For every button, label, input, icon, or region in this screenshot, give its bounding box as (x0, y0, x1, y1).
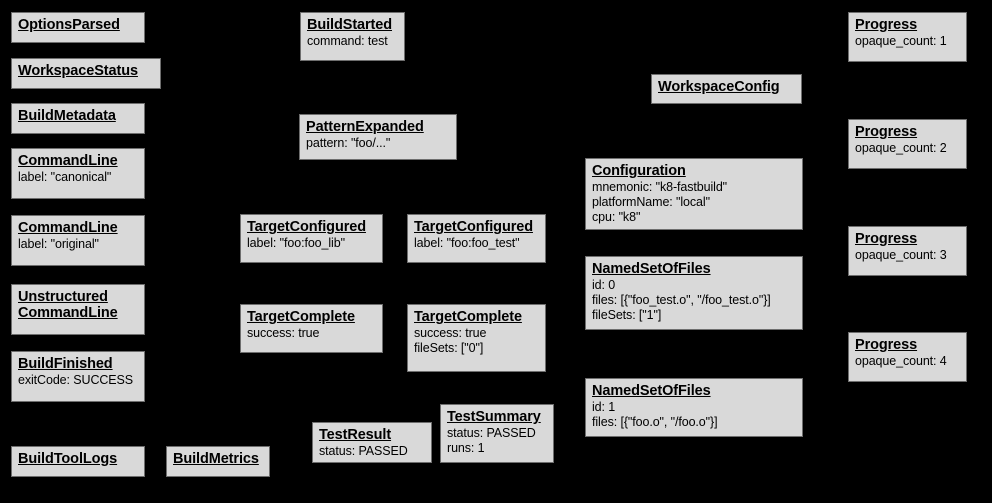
node-field: cpu: "k8" (592, 210, 641, 224)
node-title: WorkspaceStatus (18, 63, 138, 79)
node-field: success: true (414, 326, 487, 340)
node-title: BuildFinished (18, 356, 113, 372)
node-fields: label: "canonical" (18, 170, 138, 185)
node-build-metrics[interactable]: BuildMetrics (166, 446, 270, 477)
node-title: OptionsParsed (18, 17, 120, 33)
node-title: Progress (855, 124, 918, 140)
node-workspace-status[interactable]: WorkspaceStatus (11, 58, 161, 89)
node-title: TargetConfigured (414, 219, 533, 235)
node-fields: label: "foo:foo_lib" (247, 236, 376, 251)
node-options-parsed[interactable]: OptionsParsed (11, 12, 145, 43)
node-field: mnemonic: "k8-fastbuild" (592, 180, 728, 194)
node-field: files: [{"foo.o", "/foo.o"}] (592, 415, 718, 429)
node-field: id: 0 (592, 278, 616, 292)
node-title: Progress (855, 17, 918, 33)
node-title: TargetComplete (247, 309, 355, 325)
node-title: NamedSetOfFiles (592, 383, 711, 399)
node-title: TargetConfigured (247, 219, 366, 235)
node-title: TestSummary (447, 409, 541, 425)
node-field: fileSets: ["0"] (414, 341, 484, 355)
node-field: command: test (307, 34, 388, 48)
node-title: Progress (855, 231, 918, 247)
node-title: PatternExpanded (306, 119, 424, 135)
node-unstructured-command-line[interactable]: Unstructured CommandLine (11, 284, 145, 335)
node-title: BuildMetadata (18, 108, 116, 124)
node-fields: mnemonic: "k8-fastbuild"platformName: "l… (592, 180, 796, 225)
node-fields: opaque_count: 1 (855, 34, 960, 49)
node-field: label: "foo:foo_lib" (247, 236, 345, 250)
node-title: BuildStarted (307, 17, 393, 33)
node-title: BuildMetrics (173, 451, 259, 467)
node-build-metadata[interactable]: BuildMetadata (11, 103, 145, 134)
node-fields: opaque_count: 4 (855, 354, 960, 369)
node-field: exitCode: SUCCESS (18, 373, 134, 387)
node-fields: command: test (307, 34, 398, 49)
node-field: opaque_count: 4 (855, 354, 947, 368)
node-fields: success: true (247, 326, 376, 341)
node-title: Unstructured CommandLine (18, 289, 118, 321)
node-field: id: 1 (592, 400, 616, 414)
node-title: CommandLine (18, 153, 118, 169)
node-title: Progress (855, 337, 918, 353)
node-field: opaque_count: 2 (855, 141, 947, 155)
node-title: TestResult (319, 427, 392, 443)
node-field: success: true (247, 326, 320, 340)
node-fields: opaque_count: 3 (855, 248, 960, 263)
node-fields: pattern: "foo/..." (306, 136, 450, 151)
node-workspace-config[interactable]: WorkspaceConfig (651, 74, 802, 104)
node-title: CommandLine (18, 220, 118, 236)
node-fields: label: "foo:foo_test" (414, 236, 539, 251)
node-fields: label: "original" (18, 237, 138, 252)
node-field: label: "original" (18, 237, 99, 251)
node-field: opaque_count: 3 (855, 248, 947, 262)
node-fields: exitCode: SUCCESS (18, 373, 138, 388)
node-fields: status: PASSED (319, 444, 425, 459)
node-field: status: PASSED (319, 444, 408, 458)
node-field: platformName: "local" (592, 195, 710, 209)
node-field: pattern: "foo/..." (306, 136, 391, 150)
node-title: TargetComplete (414, 309, 522, 325)
node-field: label: "foo:foo_test" (414, 236, 520, 250)
node-field: fileSets: ["1"] (592, 308, 662, 322)
node-field: opaque_count: 1 (855, 34, 947, 48)
node-title: WorkspaceConfig (658, 79, 780, 95)
node-field: files: [{"foo_test.o", "/foo_test.o"}] (592, 293, 771, 307)
node-field: runs: 1 (447, 441, 485, 455)
node-title: NamedSetOfFiles (592, 261, 711, 277)
node-title: Configuration (592, 163, 686, 179)
node-fields: opaque_count: 2 (855, 141, 960, 156)
node-field: status: PASSED (447, 426, 536, 440)
node-build-tool-logs[interactable]: BuildToolLogs (11, 446, 145, 477)
node-field: label: "canonical" (18, 170, 112, 184)
node-title: BuildToolLogs (18, 451, 118, 467)
